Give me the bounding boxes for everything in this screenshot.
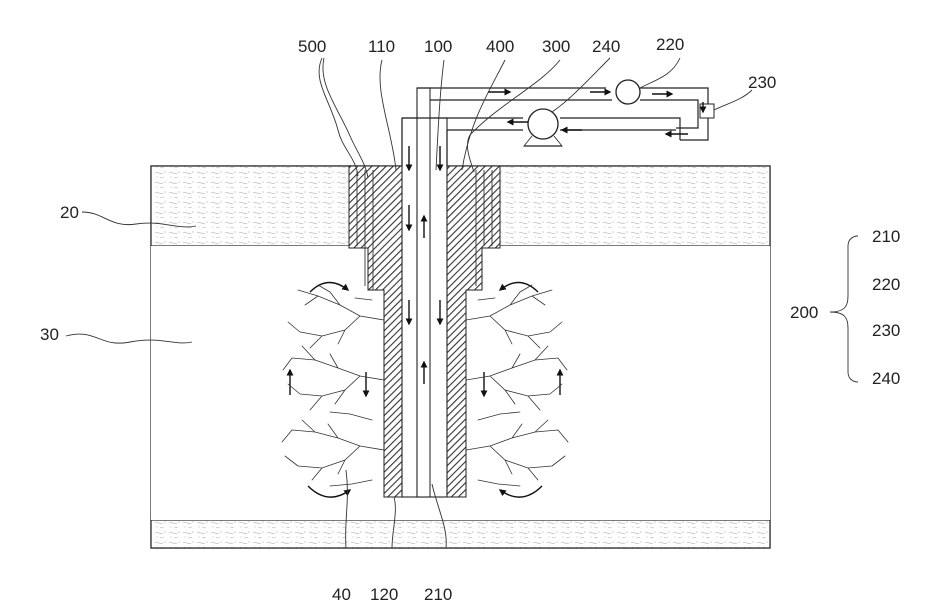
label-100: 100 xyxy=(424,37,452,56)
label-240-top: 240 xyxy=(592,37,620,56)
label-230: 230 xyxy=(748,73,776,92)
label-40: 40 xyxy=(332,585,351,604)
label-200: 200 xyxy=(790,303,818,322)
group-label-240: 240 xyxy=(872,369,900,388)
valve-230-icon xyxy=(700,104,714,118)
group-label-220: 220 xyxy=(872,275,900,294)
label-30: 30 xyxy=(40,325,59,344)
surface-piping xyxy=(402,80,714,166)
label-220-top: 220 xyxy=(656,35,684,54)
label-110: 110 xyxy=(368,37,395,56)
group-label-230: 230 xyxy=(872,321,900,340)
label-210-bottom: 210 xyxy=(424,585,452,604)
inner-tube xyxy=(417,88,430,497)
label-20: 20 xyxy=(60,203,79,222)
label-120: 120 xyxy=(370,585,398,604)
pump-220-icon xyxy=(616,80,640,104)
label-400: 400 xyxy=(486,37,514,56)
pump-240-icon xyxy=(528,109,558,139)
group-label-210: 210 xyxy=(872,227,900,246)
label-500: 500 xyxy=(298,37,326,56)
label-300: 300 xyxy=(542,37,570,56)
bottom-rock-layer xyxy=(151,520,770,548)
